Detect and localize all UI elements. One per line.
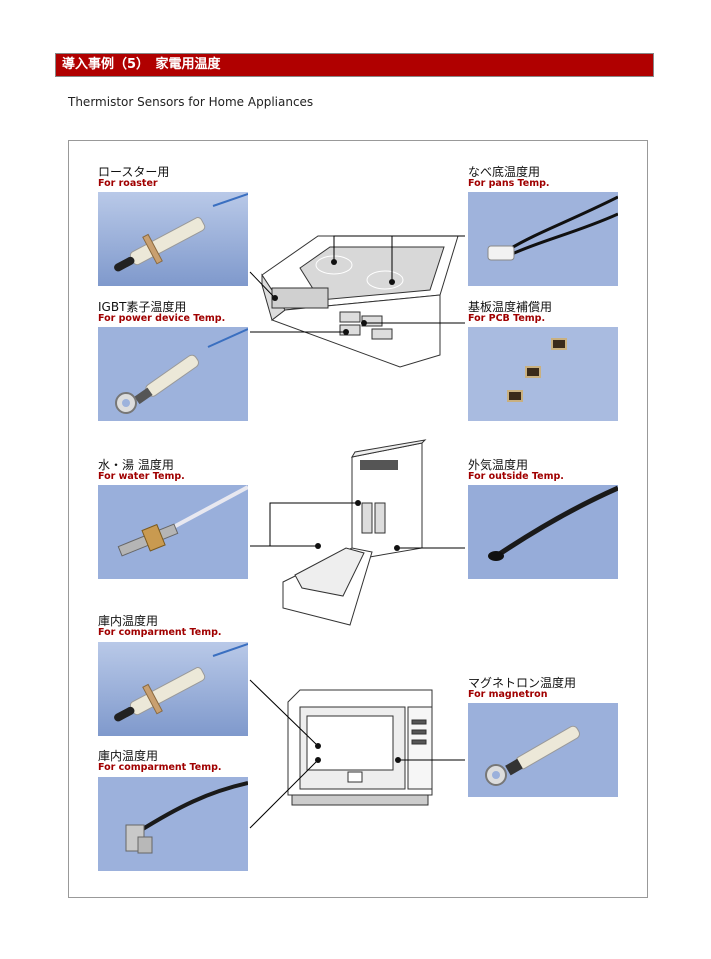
label-outside-ja: 外気温度用 [468,458,529,472]
photo-compartment2-sensor [98,777,248,871]
section-header: 導入事例（5） 家電用温度 [55,53,654,77]
label-pans-ja: なべ底温度用 [468,165,541,179]
label-igbt-ja: IGBT素子温度用 [98,300,187,314]
label-magnetron-ja: マグネトロン温度用 [468,676,577,690]
photo-water-sensor [98,485,248,579]
label-water-en: For water Temp. [98,471,185,482]
page-subtitle: Thermistor Sensors for Home Appliances [68,95,314,109]
label-compartment2-ja: 庫内温度用 [98,749,159,763]
label-pcb-en: For PCB Temp. [468,313,546,324]
label-water-ja: 水・湯 温度用 [98,458,174,472]
label-magnetron-en: For magnetron [468,689,548,700]
label-roaster-en: For roaster [98,178,158,189]
illustration-frame [68,140,648,898]
section-title: 導入事例（5） 家電用温度 [62,57,221,72]
label-pcb-ja: 基板温度補償用 [468,300,553,314]
label-pans-en: For pans Temp. [468,178,550,189]
label-roaster-ja: ロースター用 [98,165,170,179]
photo-roaster-sensor [98,192,248,286]
photo-compartment1-sensor [98,642,248,736]
label-igbt-en: For power device Temp. [98,313,226,324]
label-outside-en: For outside Temp. [468,471,564,482]
label-compartment1-en: For comparment Temp. [98,627,222,638]
photo-pans-sensor [468,192,618,286]
label-compartment1-ja: 庫内温度用 [98,614,159,628]
photo-outside-sensor [468,485,618,579]
photo-igbt-sensor [98,327,248,421]
label-compartment2-en: For comparment Temp. [98,762,222,773]
photo-pcb-sensor [468,327,618,421]
photo-magnetron-sensor [468,703,618,797]
